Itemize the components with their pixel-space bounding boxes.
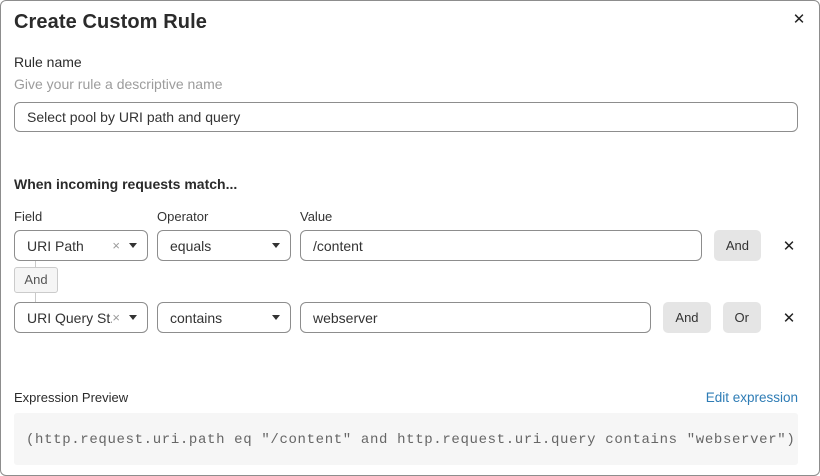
chevron-down-icon: [129, 315, 137, 320]
value-input[interactable]: [300, 302, 652, 333]
remove-condition-icon[interactable]: ✕: [780, 309, 798, 327]
or-button[interactable]: Or: [722, 302, 761, 333]
chevron-down-icon: [272, 315, 280, 320]
expression-code: (http.request.uri.path eq "/content" and…: [26, 432, 796, 448]
expression-preview-label: Expression Preview: [14, 390, 129, 405]
clear-field-icon[interactable]: ×: [112, 310, 120, 325]
clear-field-icon[interactable]: ×: [112, 238, 120, 253]
field-column-label: Field: [14, 209, 43, 224]
and-button[interactable]: And: [713, 230, 761, 261]
chevron-down-icon: [129, 243, 137, 248]
operator-select[interactable]: contains: [157, 302, 291, 333]
condition-connector: And: [14, 261, 798, 302]
rule-name-input[interactable]: [14, 102, 798, 132]
field-select[interactable]: URI Query St... ×: [14, 302, 148, 333]
operator-column-label: Operator: [157, 209, 209, 224]
expression-preview-box: (http.request.uri.path eq "/content" and…: [14, 413, 798, 465]
operator-select-value: equals: [170, 237, 212, 254]
operator-select[interactable]: equals: [157, 230, 291, 261]
remove-condition-icon[interactable]: ✕: [780, 237, 798, 255]
dialog-title: Create Custom Rule: [14, 11, 207, 33]
field-select-value: URI Path: [27, 237, 84, 254]
chevron-down-icon: [272, 243, 280, 248]
rule-name-hint: Give your rule a descriptive name: [14, 76, 223, 92]
condition-column-labels: Field Operator Value: [14, 209, 798, 224]
close-icon[interactable]: ✕: [788, 8, 810, 30]
field-select-value: URI Query St...: [27, 309, 112, 326]
field-select[interactable]: URI Path ×: [14, 230, 148, 261]
condition-row: URI Query St... × contains And Or ✕: [14, 302, 798, 333]
match-section-heading: When incoming requests match...: [14, 176, 238, 192]
expression-preview-header: Expression Preview Edit expression: [14, 390, 798, 406]
connector-and-chip: And: [14, 267, 58, 293]
rule-name-label: Rule name: [14, 54, 82, 70]
edit-expression-link[interactable]: Edit expression: [705, 390, 798, 405]
operator-select-value: contains: [170, 309, 223, 326]
value-column-label: Value: [300, 209, 333, 224]
and-button[interactable]: And: [663, 302, 711, 333]
condition-row: URI Path × equals And ✕: [14, 230, 798, 261]
value-input[interactable]: [300, 230, 702, 261]
